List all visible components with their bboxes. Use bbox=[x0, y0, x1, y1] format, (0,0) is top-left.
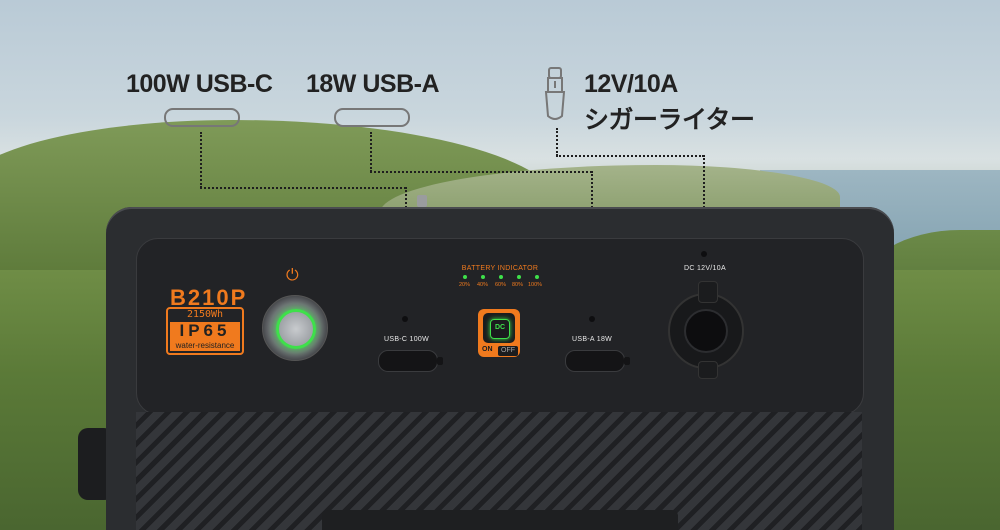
dc-button-face: DC bbox=[483, 313, 515, 343]
capacity-text: 2150Wh bbox=[186, 309, 224, 320]
dc-port-label: DC 12V/10A bbox=[684, 265, 726, 272]
battery-indicator-title: BATTERY INDICATOR bbox=[461, 265, 539, 272]
usb-a-port-outline-icon bbox=[334, 108, 410, 127]
dc-off-label: OFF bbox=[498, 346, 518, 356]
usb-c-port-outline-icon bbox=[164, 108, 240, 127]
dc-output-button[interactable]: DC ON OFF bbox=[478, 309, 520, 357]
bottom-handle bbox=[322, 510, 678, 530]
usb-c-marker-dot bbox=[402, 316, 408, 322]
usb-a-port-label: USB-A 18W bbox=[572, 336, 613, 343]
power-icon: ⏻ bbox=[286, 267, 299, 284]
usb-c-callout-label: 100W USB-C bbox=[126, 70, 273, 98]
socket-opening bbox=[684, 309, 728, 353]
battery-level-label: 100% bbox=[528, 282, 543, 288]
capacity-badge: 2150Wh IP65 water-resistance bbox=[166, 307, 244, 355]
usb-a-port[interactable] bbox=[565, 350, 630, 372]
dc-on-label: ON bbox=[482, 346, 493, 353]
cigarette-lighter-socket[interactable] bbox=[668, 281, 744, 379]
power-button[interactable] bbox=[262, 295, 328, 361]
battery-led bbox=[499, 275, 503, 279]
usb-c-port-label: USB-C 100W bbox=[384, 336, 430, 343]
dc-callout-sublabel: シガーライター bbox=[584, 106, 755, 134]
usb-a-callout-label: 18W USB-A bbox=[306, 70, 440, 98]
dc-button-text: DC bbox=[494, 324, 506, 331]
ip-rating-badge: IP65 water-resistance bbox=[170, 321, 240, 351]
ip-note-text: water-resistance bbox=[175, 341, 235, 350]
leader-line-usb-a bbox=[370, 171, 592, 173]
battery-led bbox=[517, 275, 521, 279]
dc-led-frame: DC bbox=[490, 319, 510, 339]
usb-c-port[interactable] bbox=[378, 350, 443, 372]
battery-led bbox=[535, 275, 539, 279]
car-lighter-icon bbox=[544, 67, 566, 120]
socket-cap-top bbox=[698, 281, 718, 303]
battery-level-label: 60% bbox=[495, 282, 507, 288]
leader-line-dc bbox=[703, 155, 705, 255]
leader-line-usb-c bbox=[200, 187, 406, 189]
leader-line-dc bbox=[556, 128, 558, 156]
dc-callout-label: 12V/10A bbox=[584, 70, 678, 98]
leader-line-usb-c bbox=[200, 132, 202, 188]
battery-led bbox=[463, 275, 467, 279]
battery-level-label: 80% bbox=[512, 282, 524, 288]
ip-rating-text: IP65 bbox=[179, 321, 231, 340]
battery-led bbox=[481, 275, 485, 279]
dc-marker-dot bbox=[701, 251, 707, 257]
top-button bbox=[417, 195, 427, 207]
battery-level-label: 40% bbox=[477, 282, 489, 288]
usb-a-marker-dot bbox=[589, 316, 595, 322]
socket-cap-bottom bbox=[698, 361, 718, 379]
model-name: B210P bbox=[170, 285, 248, 310]
battery-level-label: 20% bbox=[459, 282, 471, 288]
leader-line-usb-a bbox=[370, 132, 372, 172]
leader-line-dc bbox=[556, 155, 704, 157]
dc-switch-state: ON OFF bbox=[480, 346, 518, 356]
power-led-ring bbox=[276, 309, 316, 349]
